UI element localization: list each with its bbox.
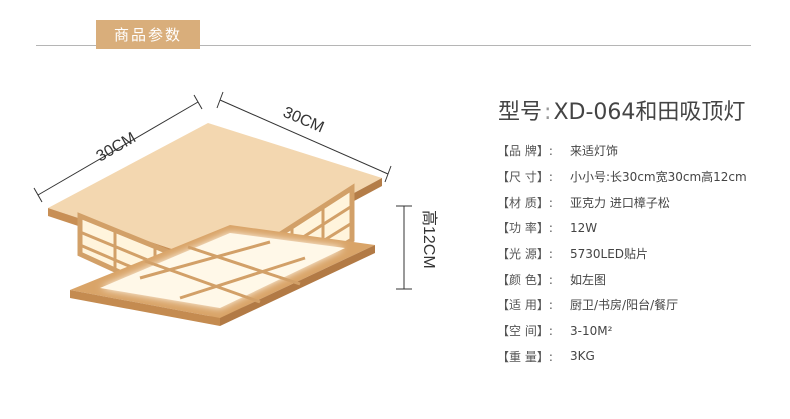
- spec-value: 如左图: [570, 272, 607, 287]
- spec-row-light-source: 【光 源】: 5730LED贴片: [497, 241, 787, 267]
- spec-value: 亚克力 进口樟子松: [570, 195, 670, 210]
- spec-value: 小小号:长30cm宽30cm高12cm: [570, 170, 747, 185]
- model-value: XD-064和田吸顶灯: [553, 100, 746, 125]
- spec-key: 【空 间】:: [497, 324, 553, 339]
- spec-key: 【材 质】:: [497, 195, 553, 210]
- spec-list: 【品 牌】: 来适灯饰 【尺 寸】: 小小号:长30cm宽30cm高12cm 【…: [497, 138, 787, 369]
- spec-key: 【光 源】:: [497, 247, 553, 262]
- spec-key: 【颜 色】:: [497, 272, 553, 287]
- model-label: 型号: [498, 100, 543, 125]
- section-title: 商品参数: [113, 26, 182, 44]
- dimension-line-width: [216, 91, 392, 183]
- model-colon: :: [544, 100, 552, 125]
- spec-row-usage: 【适 用】: 厨卫/书房/阳台/餐厅: [497, 292, 787, 318]
- spec-row-color: 【颜 色】: 如左图: [497, 266, 787, 292]
- spec-key: 【功 率】:: [497, 221, 553, 236]
- height-label: 高12CM: [420, 210, 438, 269]
- spec-row-power: 【功 率】: 12W: [497, 215, 787, 241]
- spec-key: 【品 牌】:: [497, 144, 553, 159]
- spec-value: 厨卫/书房/阳台/餐厅: [570, 298, 679, 313]
- spec-row-space: 【空 间】: 3-10M²: [497, 318, 787, 344]
- lamp-diffuser: [100, 233, 345, 308]
- dimension-line-height: [396, 205, 412, 290]
- spec-value: 3KG: [570, 349, 595, 364]
- spec-value: 3-10M²: [570, 323, 613, 338]
- spec-value: 12W: [570, 220, 598, 235]
- model-title: 型号:XD-064和田吸顶灯: [498, 94, 745, 126]
- lamp-top-surface: [48, 123, 382, 265]
- length-label: 30CM: [94, 129, 139, 165]
- spec-key: 【适 用】:: [497, 298, 553, 313]
- spec-row-size: 【尺 寸】: 小小号:长30cm宽30cm高12cm: [497, 164, 787, 190]
- dimension-line-length: [33, 94, 203, 203]
- spec-row-weight: 【重 量】: 3KG: [497, 344, 787, 370]
- spec-value: 来适灯饰: [570, 144, 619, 159]
- ceiling-lamp-illustration: 30CM 30CM 高12CM: [33, 91, 438, 326]
- spec-row-brand: 【品 牌】: 来适灯饰: [497, 138, 787, 164]
- header-divider: [36, 45, 751, 46]
- width-label: 30CM: [280, 104, 326, 136]
- spec-key: 【重 量】:: [497, 349, 553, 364]
- section-title-tab: 商品参数: [96, 20, 200, 49]
- spec-row-material: 【材 质】: 亚克力 进口樟子松: [497, 189, 787, 215]
- spec-key: 【尺 寸】:: [497, 170, 553, 185]
- spec-value: 5730LED贴片: [570, 247, 649, 262]
